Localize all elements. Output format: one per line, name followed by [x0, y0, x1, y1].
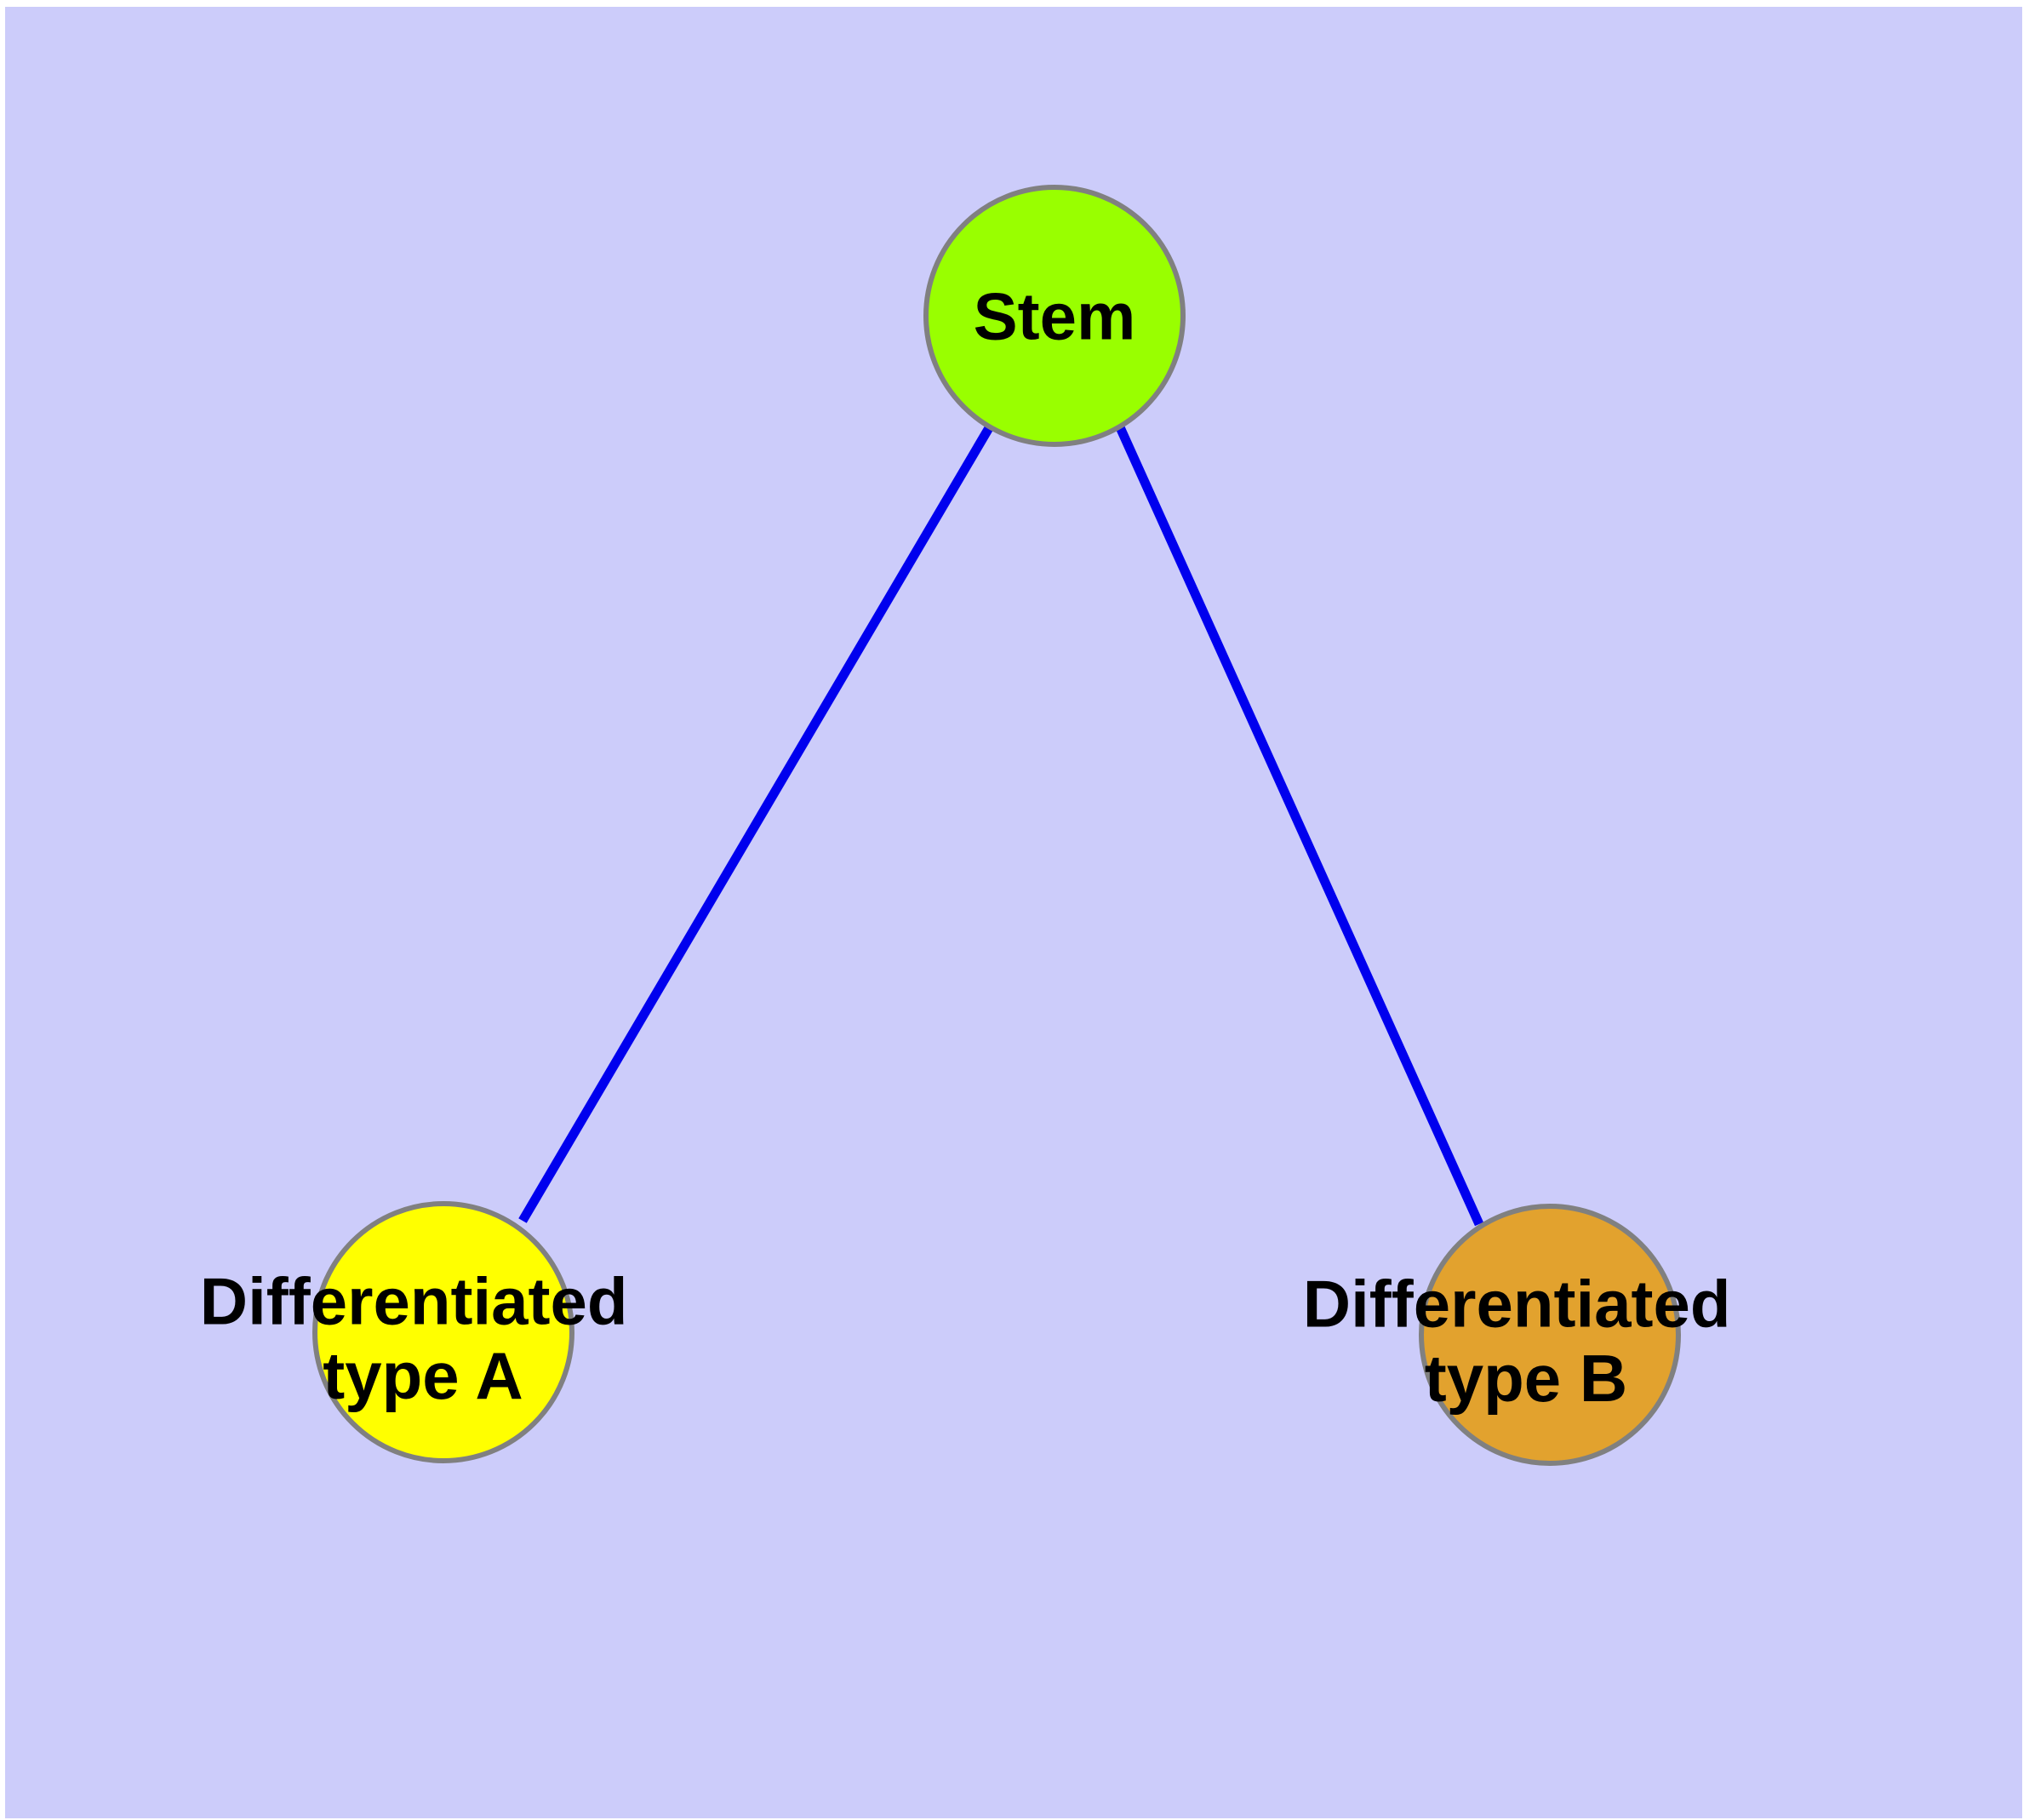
node-differentiated-type-b[interactable]: [1419, 1204, 1681, 1466]
node-differentiated-type-a[interactable]: [312, 1201, 574, 1463]
node-label-line-2: type B: [1425, 1341, 1627, 1416]
node-label-differentiated-type-a: Differentiated type A: [200, 1264, 646, 1413]
node-label-line-1: Differentiated: [200, 1264, 628, 1339]
node-label-line-1: Differentiated: [1303, 1267, 1731, 1342]
node-layer: [312, 185, 1681, 1466]
edge-stem-to-differentiated-type-b[interactable]: [1115, 425, 1484, 1227]
label-layer: Stem Differentiated type A Differentiate…: [200, 278, 1749, 1416]
node-stem[interactable]: [923, 185, 1186, 447]
node-label-line-2: type A: [323, 1338, 523, 1413]
edge-stem-to-differentiated-type-a[interactable]: [518, 424, 994, 1223]
edge-layer: [518, 424, 1484, 1227]
node-label-differentiated-type-b: Differentiated type B: [1303, 1267, 1749, 1416]
node-label-stem: Stem: [974, 278, 1136, 353]
